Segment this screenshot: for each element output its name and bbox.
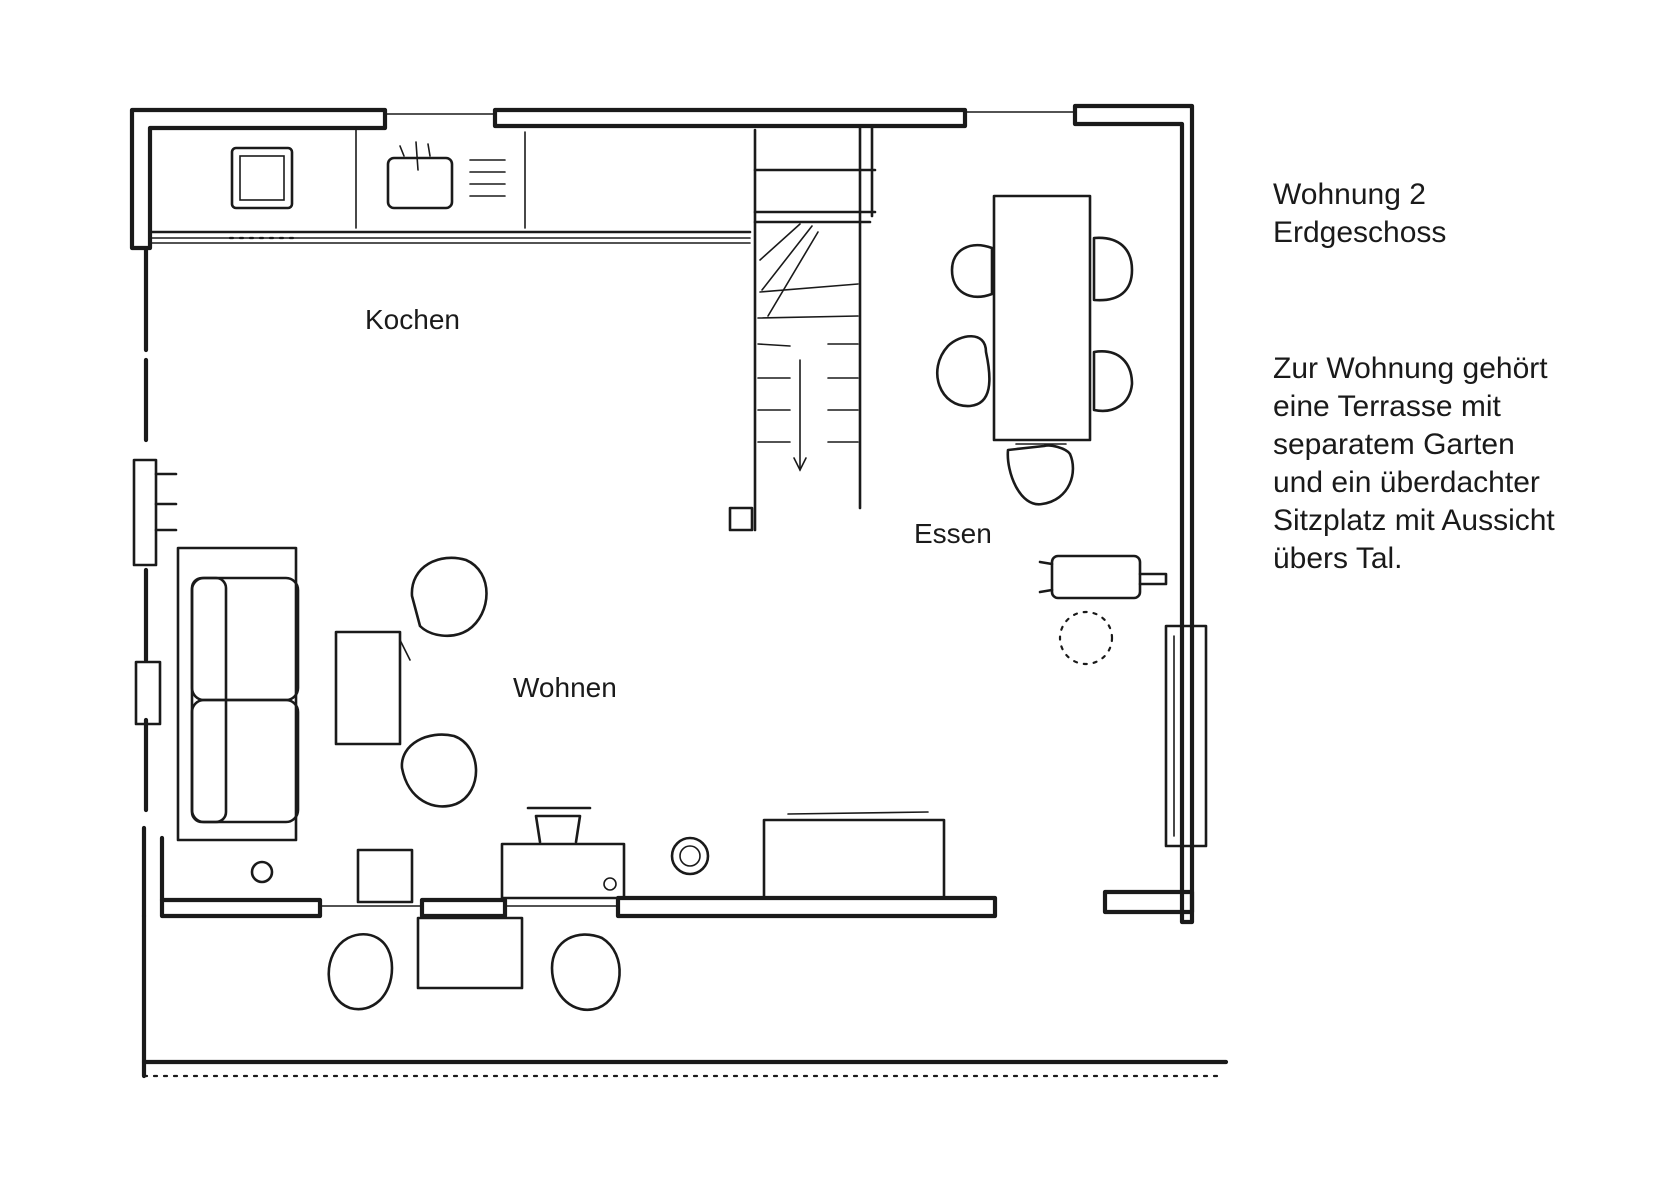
kitchen-counter — [148, 126, 752, 244]
plan-description: Zur Wohnung gehört eine Terrasse mit sep… — [1273, 350, 1653, 578]
armchair — [410, 556, 488, 638]
terrace-chair — [327, 932, 394, 1011]
description-line: Zur Wohnung gehört — [1273, 352, 1548, 385]
living-area-furniture — [176, 546, 710, 904]
plant-pot — [670, 836, 710, 876]
chair — [1092, 350, 1134, 413]
sofa — [176, 546, 298, 842]
exterior-walls — [129, 103, 1195, 925]
heading-line-1: Wohnung 2 — [1273, 178, 1426, 211]
plan-heading: Wohnung 2 Erdgeschoss — [1273, 176, 1446, 252]
description-line: Sitzplatz mit Aussicht — [1273, 504, 1555, 537]
room-label-kitchen: Kochen — [365, 304, 460, 335]
description-line: separatem Garten — [1273, 428, 1515, 461]
chair — [936, 335, 991, 408]
staircase — [728, 124, 877, 532]
oven — [230, 146, 294, 210]
left-wall-elements — [132, 458, 178, 726]
sideboard — [762, 818, 946, 900]
description-line: und ein überdachter — [1273, 466, 1540, 499]
dining-area-furniture — [936, 194, 1134, 506]
right-wall-window — [1164, 624, 1208, 848]
armchair — [400, 733, 478, 808]
sink — [386, 156, 454, 210]
description-line: übers Tal. — [1273, 542, 1403, 575]
desk-and-sideboard — [500, 806, 946, 900]
dining-table — [992, 194, 1092, 442]
terrace-furniture — [327, 916, 621, 1011]
dining-side-elements — [1038, 554, 1168, 666]
heading-line-2: Erdgeschoss — [1273, 216, 1447, 249]
description-line: eine Terrasse mit — [1273, 390, 1501, 423]
terrace-table — [416, 916, 524, 990]
chair — [950, 243, 994, 299]
terrace-chair — [550, 933, 621, 1011]
chair — [1092, 236, 1134, 302]
coffee-table — [334, 630, 402, 746]
terrace-outline — [141, 913, 1229, 1079]
room-label-dining: Essen — [914, 518, 992, 549]
desk — [500, 842, 626, 900]
room-label-living: Wohnen — [513, 672, 617, 703]
chair — [1006, 444, 1075, 506]
side-table — [356, 848, 414, 904]
